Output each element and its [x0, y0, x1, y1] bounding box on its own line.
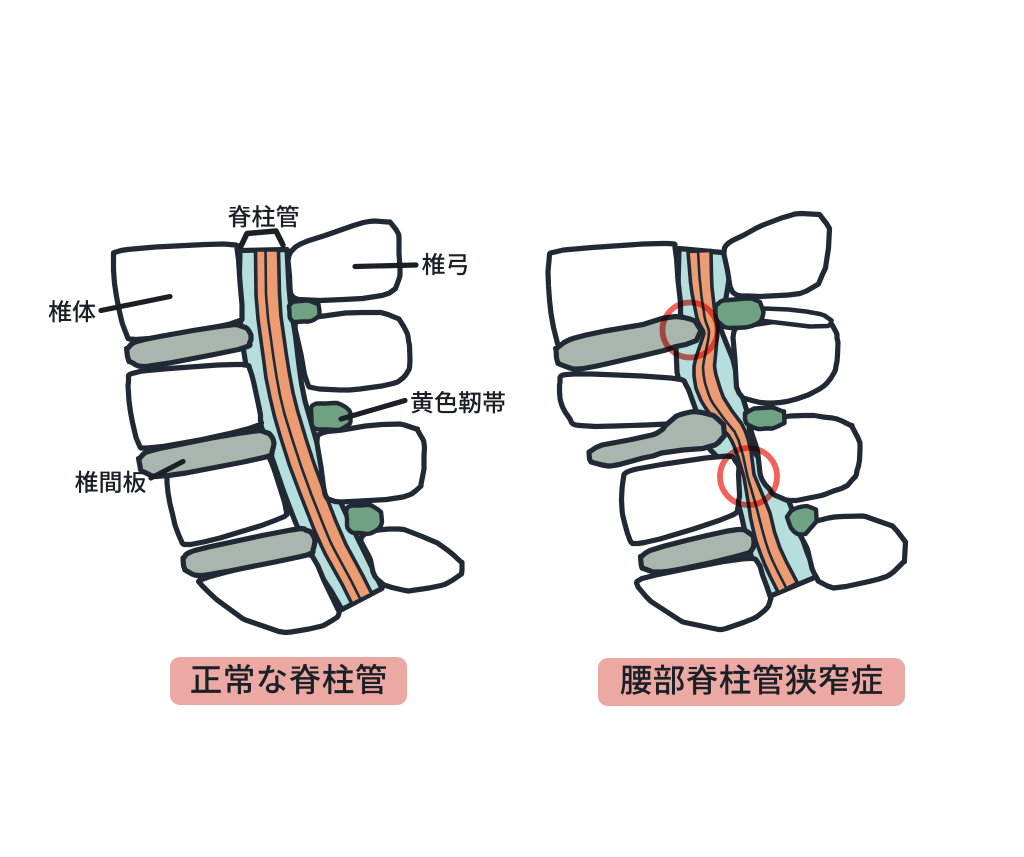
disc-1-normal: [123, 321, 254, 370]
panel-stenosis-spine: 腰部脊柱管狭窄症: [545, 210, 909, 706]
disc-3-stenosis: [637, 526, 757, 575]
spinal-canal-bracket: [238, 228, 286, 249]
disc-3-normal: [180, 525, 318, 579]
disc-2-stenosis: [586, 408, 728, 469]
arch-4-stenosis: [796, 513, 909, 591]
ligament-1-normal: [286, 298, 322, 325]
label-line-intervertebral-disc: [148, 458, 186, 481]
label-line-ligamentum-flavum: [338, 397, 408, 422]
stenosis-circle-2: [717, 445, 780, 508]
arch-1-normal: [285, 218, 403, 304]
cord-divider-normal: [264, 249, 362, 601]
vertebra-body-3-stenosis: [618, 453, 743, 547]
label-spinal-canal: [228, 204, 299, 228]
ligament-3-stenosis: [784, 503, 819, 537]
ligament-2-normal: [308, 400, 353, 433]
ligament-3-normal: [343, 502, 385, 537]
ligament-1-stenosis: [713, 296, 766, 331]
caption-normal: [191, 663, 386, 695]
label-line-vertebral-body: [98, 293, 173, 314]
vertebra-body-2-normal: [125, 361, 265, 451]
label-ligamentum-flavum: [411, 390, 505, 414]
ligament-2-stenosis: [742, 405, 787, 432]
caption-stenosis: [620, 664, 883, 695]
stenosis-circle-1: [659, 299, 721, 361]
label-intervertebral-disc: [75, 470, 146, 493]
cord-divider-stenosis: [696, 250, 788, 590]
arch-1-stenosis: [721, 210, 833, 300]
panel-normal-spine: 脊柱管 椎弓 椎体 黄色靭帯 椎間板 正常な脊柱管: [48, 204, 505, 705]
arch-3-normal: [314, 421, 428, 505]
arch-2-normal: [292, 309, 413, 393]
label-vertebral-body: [48, 300, 96, 323]
label-vertebral-arch: [422, 252, 468, 276]
arch-4-normal: [358, 526, 465, 594]
label-line-vertebral-arch: [352, 262, 419, 270]
